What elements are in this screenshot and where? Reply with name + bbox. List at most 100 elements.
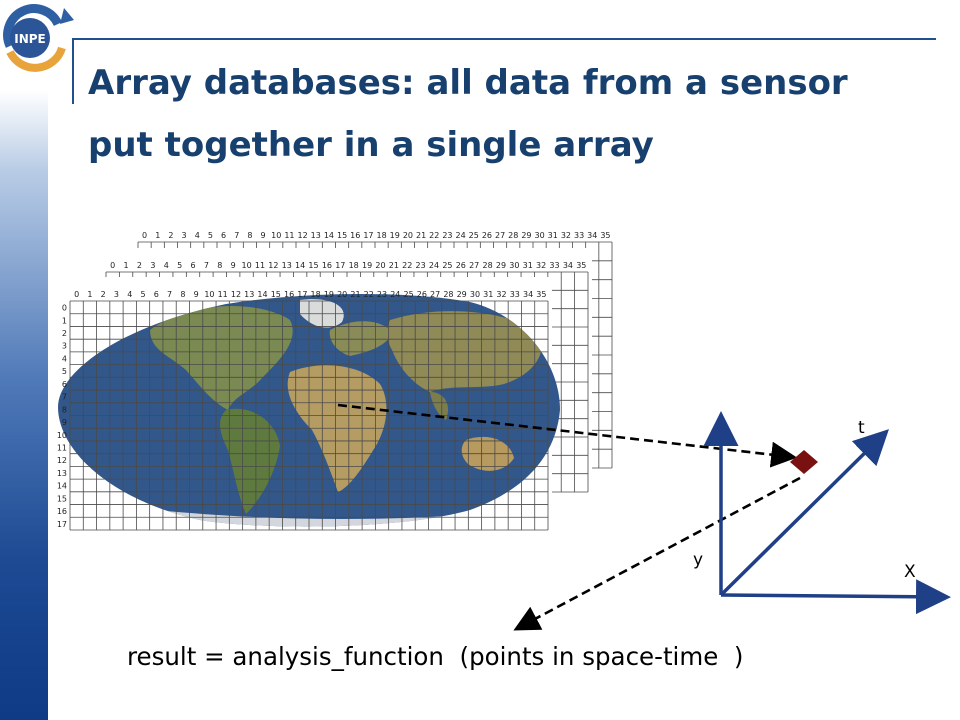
row-index-label: 2 xyxy=(62,329,67,338)
column-index-label: 0 xyxy=(110,261,115,270)
row-index-label: 17 xyxy=(57,520,67,529)
column-index-label: 1 xyxy=(155,231,160,240)
column-index-label: 7 xyxy=(167,290,172,299)
title-rule xyxy=(74,38,936,40)
column-index-label: 4 xyxy=(164,261,169,270)
column-index-label: 7 xyxy=(234,231,239,240)
column-index-label: 32 xyxy=(536,261,546,270)
column-index-label: 27 xyxy=(469,261,479,270)
column-index-label: 33 xyxy=(574,231,584,240)
column-index-label: 25 xyxy=(469,231,479,240)
column-index-label: 19 xyxy=(362,261,372,270)
column-index-label: 23 xyxy=(416,261,426,270)
column-index-label: 9 xyxy=(231,261,236,270)
logo-text: INPE xyxy=(14,32,46,46)
column-index-label: 30 xyxy=(509,261,519,270)
x-axis xyxy=(720,579,951,615)
column-index-label: 15 xyxy=(271,290,281,299)
column-index-label: 14 xyxy=(324,231,334,240)
t-axis-label: t xyxy=(858,418,865,438)
space-time-point xyxy=(790,450,818,474)
column-index-label: 9 xyxy=(261,231,266,240)
column-index-label: 22 xyxy=(429,231,439,240)
column-index-label: 18 xyxy=(376,231,386,240)
dashed-arrow-to-point xyxy=(337,403,798,468)
slide-title-line-1: Array databases: all data from a sensor xyxy=(88,63,848,103)
row-index-label: 10 xyxy=(57,431,67,440)
column-index-label: 2 xyxy=(168,231,173,240)
column-index-label: 27 xyxy=(495,231,505,240)
row-index-label: 16 xyxy=(57,507,67,516)
dashed-arrow-to-result xyxy=(513,476,801,631)
result-formula: result = analysis_function (points in sp… xyxy=(127,642,744,671)
column-index-label: 29 xyxy=(496,261,506,270)
column-index-label: 21 xyxy=(389,261,399,270)
column-index-label: 34 xyxy=(563,261,573,270)
column-index-label: 3 xyxy=(182,231,187,240)
column-index-label: 10 xyxy=(241,261,251,270)
column-index-label: 10 xyxy=(271,231,281,240)
column-index-label: 21 xyxy=(350,290,360,299)
column-index-label: 5 xyxy=(177,261,182,270)
column-index-label: 9 xyxy=(194,290,199,299)
column-index-label: 12 xyxy=(268,261,278,270)
column-index-label: 8 xyxy=(247,231,252,240)
column-index-label: 16 xyxy=(350,231,360,240)
column-index-label: 21 xyxy=(416,231,426,240)
row-index-label: 14 xyxy=(57,482,67,491)
column-index-label: 32 xyxy=(561,231,571,240)
column-index-label: 27 xyxy=(430,290,440,299)
sidebar-gradient-bar xyxy=(0,0,48,720)
column-index-label: 4 xyxy=(127,290,132,299)
column-index-label: 17 xyxy=(363,231,373,240)
slide-title: Array databases: all data from a sensor … xyxy=(88,52,948,176)
column-index-label: 22 xyxy=(364,290,374,299)
column-index-label: 20 xyxy=(375,261,385,270)
column-index-label: 18 xyxy=(311,290,321,299)
row-index-label: 0 xyxy=(62,304,67,313)
column-index-label: 23 xyxy=(377,290,387,299)
column-index-label: 35 xyxy=(536,290,546,299)
column-index-label: 3 xyxy=(114,290,119,299)
column-index-label: 26 xyxy=(482,231,492,240)
row-index-label: 5 xyxy=(62,367,67,376)
column-index-label: 18 xyxy=(349,261,359,270)
row-index-label: 7 xyxy=(62,393,67,402)
y-axis-label: y xyxy=(693,550,703,570)
column-index-label: 24 xyxy=(429,261,439,270)
column-index-label: 13 xyxy=(244,290,254,299)
column-index-label: 31 xyxy=(548,231,558,240)
column-index-label: 20 xyxy=(403,231,413,240)
column-index-label: 11 xyxy=(284,231,294,240)
column-index-label: 2 xyxy=(101,290,106,299)
column-index-label: 30 xyxy=(470,290,480,299)
row-index-label: 9 xyxy=(62,418,67,427)
row-index-label: 11 xyxy=(57,443,67,452)
column-index-label: 6 xyxy=(154,290,159,299)
column-index-label: 22 xyxy=(402,261,412,270)
column-index-label: 28 xyxy=(508,231,518,240)
column-index-label: 5 xyxy=(208,231,213,240)
column-index-label: 14 xyxy=(257,290,267,299)
column-index-label: 35 xyxy=(600,231,610,240)
column-index-label: 35 xyxy=(576,261,586,270)
column-index-label: 1 xyxy=(87,290,92,299)
column-index-label: 34 xyxy=(523,290,533,299)
column-index-label: 0 xyxy=(142,231,147,240)
array-grid xyxy=(69,300,549,531)
column-index-label: 33 xyxy=(510,290,520,299)
slide-title-line-2: put together in a single array xyxy=(88,125,654,165)
column-index-label: 2 xyxy=(137,261,142,270)
column-index-label: 8 xyxy=(180,290,185,299)
column-index-label: 19 xyxy=(390,231,400,240)
column-index-label: 25 xyxy=(442,261,452,270)
column-index-label: 1 xyxy=(124,261,129,270)
column-index-label: 15 xyxy=(337,231,347,240)
column-index-label: 25 xyxy=(403,290,413,299)
column-index-label: 31 xyxy=(483,290,493,299)
column-index-label: 7 xyxy=(204,261,209,270)
column-index-label: 34 xyxy=(587,231,597,240)
